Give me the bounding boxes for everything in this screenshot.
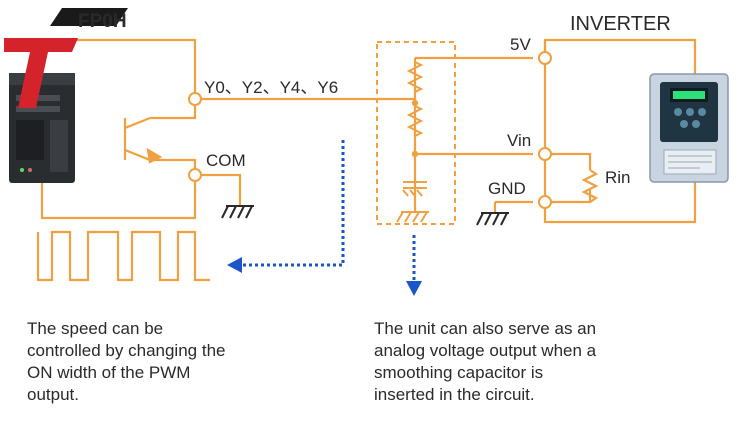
gnd-label: GND — [488, 179, 526, 198]
caption-line: controlled by changing the — [27, 341, 226, 360]
plc-unit-image — [9, 73, 75, 183]
left-arrow-head-icon — [227, 257, 242, 273]
caption-pwm-speed: The speed can be controlled by changing … — [27, 318, 327, 406]
terminals — [188, 51, 552, 209]
vin-label: Vin — [507, 131, 531, 150]
caption-line: output. — [27, 385, 79, 404]
rin-label: Rin — [605, 168, 631, 187]
inverter-device-image — [649, 73, 729, 183]
caption-line: smoothing capacitor is — [374, 363, 544, 382]
circuit-wires — [36, 38, 697, 282]
ground-symbol-plc — [221, 205, 254, 219]
caption-line: analog voltage output when a — [374, 341, 597, 360]
caption-line: inserted in the circuit. — [374, 385, 535, 404]
down-arrow-head-icon — [406, 281, 422, 296]
inverter-title: INVERTER — [570, 13, 671, 35]
smoothing-capacitor — [402, 181, 427, 197]
caption-analog-output: The unit can also serve as an analog vol… — [374, 318, 734, 406]
t-logo — [4, 8, 128, 108]
plc-model-label: FP0H — [78, 11, 127, 32]
ground-symbol-inverter — [476, 212, 509, 226]
caption-line: The speed can be — [27, 319, 164, 338]
caption-line: ON width of the PWM — [27, 363, 191, 382]
caption-line: The unit can also serve as an — [374, 319, 597, 338]
junction-dots — [411, 99, 419, 158]
output-terminals-label: Y0、Y2、Y4、Y6 — [204, 78, 338, 97]
divider-resistors — [406, 61, 424, 137]
transistor-symbol — [123, 116, 168, 164]
5v-label: 5V — [510, 35, 531, 54]
com-label: COM — [206, 151, 246, 170]
blue-arrows — [227, 140, 422, 296]
ground-symbol-divider — [396, 211, 429, 223]
divider-dashed-box — [376, 41, 456, 225]
